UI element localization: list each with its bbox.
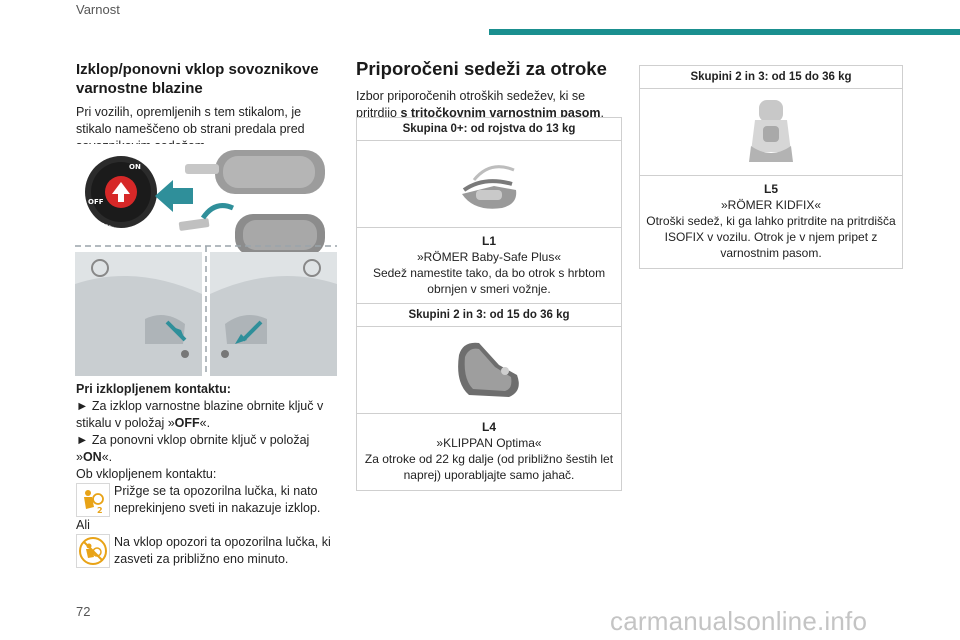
intro-end: . — [600, 106, 605, 120]
lamp-1-text: Prižge se ta opozorilna lučka, ki nato n… — [114, 484, 321, 515]
airbag-off-warning-icon: 2 — [76, 483, 110, 517]
section-title: Varnost — [76, 2, 120, 17]
ignition-off-heading: Pri izklopljenem kontaktu: — [76, 382, 231, 396]
airbag-switch-illustration: PASSENGER AIRBAG ON OFF — [75, 144, 337, 376]
seat-code: L1 — [481, 234, 496, 248]
step-2-text: ► Za ponovni vklop obrnite ključ v polož… — [76, 433, 310, 464]
seat-group: Skupina 0+: od rojstva do 13 kg — [357, 118, 621, 141]
car-interior-right — [210, 252, 337, 376]
switch-on-label: ON — [129, 163, 141, 171]
seat-description: L4 »KLIPPAN Optima« Za otroke od 22 kg d… — [357, 414, 621, 490]
watermark: carmanualsonline.info — [610, 606, 868, 636]
seat-image — [357, 141, 621, 228]
step-2-on: ON — [82, 450, 102, 464]
seat-group: Skupini 2 in 3: od 15 do 36 kg — [640, 66, 902, 89]
booster-seat-icon — [458, 342, 519, 397]
child-seats-intro: Izbor priporočenih otroških sedežev, ki … — [356, 88, 620, 122]
airbag-on-warning-icon — [76, 534, 110, 568]
baby-carrier-icon — [462, 165, 517, 209]
seat-description: L5 »RÖMER KIDFIX« Otroški sedež, ki ga l… — [640, 176, 902, 268]
seat-code: L4 — [481, 420, 496, 434]
page-number: 72 — [76, 604, 91, 619]
lamp-1-row: 2 Prižge se ta opozorilna lučka, ki nato… — [76, 483, 338, 517]
switch-off-label: OFF — [88, 198, 104, 206]
seat-card-l4: Skupini 2 in 3: od 15 do 36 kg L4 »KLIPP… — [356, 303, 622, 491]
step-1-end: «. — [199, 416, 211, 430]
seat-description: L1 »RÖMER Baby-Safe Plus« Sedež namestit… — [357, 228, 621, 304]
kidfix-seat-icon — [749, 100, 793, 162]
header-accent-bar — [489, 29, 960, 35]
lamp-2-text: Na vklop opozori ta opozorilna lučka, ki… — [114, 535, 331, 566]
intro-text: Izbor priporočenih otroških sedežev, ki … — [356, 89, 586, 120]
step-1: ► Za izklop varnostne blazine obrnite kl… — [76, 398, 338, 432]
seat-card-l1: Skupina 0+: od rojstva do 13 kg L1 »RÖME… — [356, 117, 622, 305]
airbag-heading: Izklop/ponovni vklop sovoznikove varnost… — [76, 61, 319, 97]
car-key-icon — [178, 150, 325, 256]
seat-image — [640, 89, 902, 176]
seat-card-l5: Skupini 2 in 3: od 15 do 36 kg L5 »RÖMER… — [639, 65, 903, 269]
step-1-off: OFF — [174, 416, 200, 430]
airbag-section: Izklop/ponovni vklop sovoznikove varnost… — [76, 60, 338, 155]
step-1-text: ► Za izklop varnostne blazine obrnite kl… — [76, 399, 324, 430]
seat-model: »RÖMER KIDFIX« — [720, 198, 822, 212]
airbag-switch-dial: PASSENGER AIRBAG ON OFF — [85, 156, 157, 247]
seat-note: Za otroke od 22 kg dalje (od približno š… — [364, 452, 614, 482]
car-interior-left — [75, 252, 202, 376]
child-seats-section: Priporočeni sedeži za otroke Izbor pripo… — [356, 58, 620, 122]
svg-text:2: 2 — [97, 506, 103, 515]
child-seats-heading: Priporočeni sedeži za otroke — [356, 58, 607, 79]
airbag-instructions: Pri izklopljenem kontaktu: ► Za izklop v… — [76, 381, 338, 568]
or-text: Ali — [76, 518, 90, 532]
seat-note: Sedež namestite tako, da bo otrok s hrbt… — [372, 266, 606, 296]
seat-group: Skupini 2 in 3: od 15 do 36 kg — [357, 304, 621, 327]
airbag-switch-drawing: PASSENGER AIRBAG ON OFF — [75, 150, 337, 376]
step-2-end: «. — [101, 450, 113, 464]
arrow-icon — [155, 180, 193, 212]
seat-note: Otroški sedež, ki ga lahko pritrdite na … — [646, 214, 896, 260]
seat-code: L5 — [763, 182, 778, 196]
intro-bold: s tritočkovnim varnostnim pasom — [400, 106, 601, 120]
seat-model: »RÖMER Baby-Safe Plus« — [416, 250, 562, 264]
ignition-on-heading: Ob vklopljenem kontaktu: — [76, 467, 217, 481]
seat-image — [357, 327, 621, 414]
step-2: ► Za ponovni vklop obrnite ključ v polož… — [76, 432, 338, 466]
seat-model: »KLIPPAN Optima« — [436, 436, 542, 450]
lamp-2-row: Na vklop opozori ta opozorilna lučka, ki… — [76, 534, 338, 568]
